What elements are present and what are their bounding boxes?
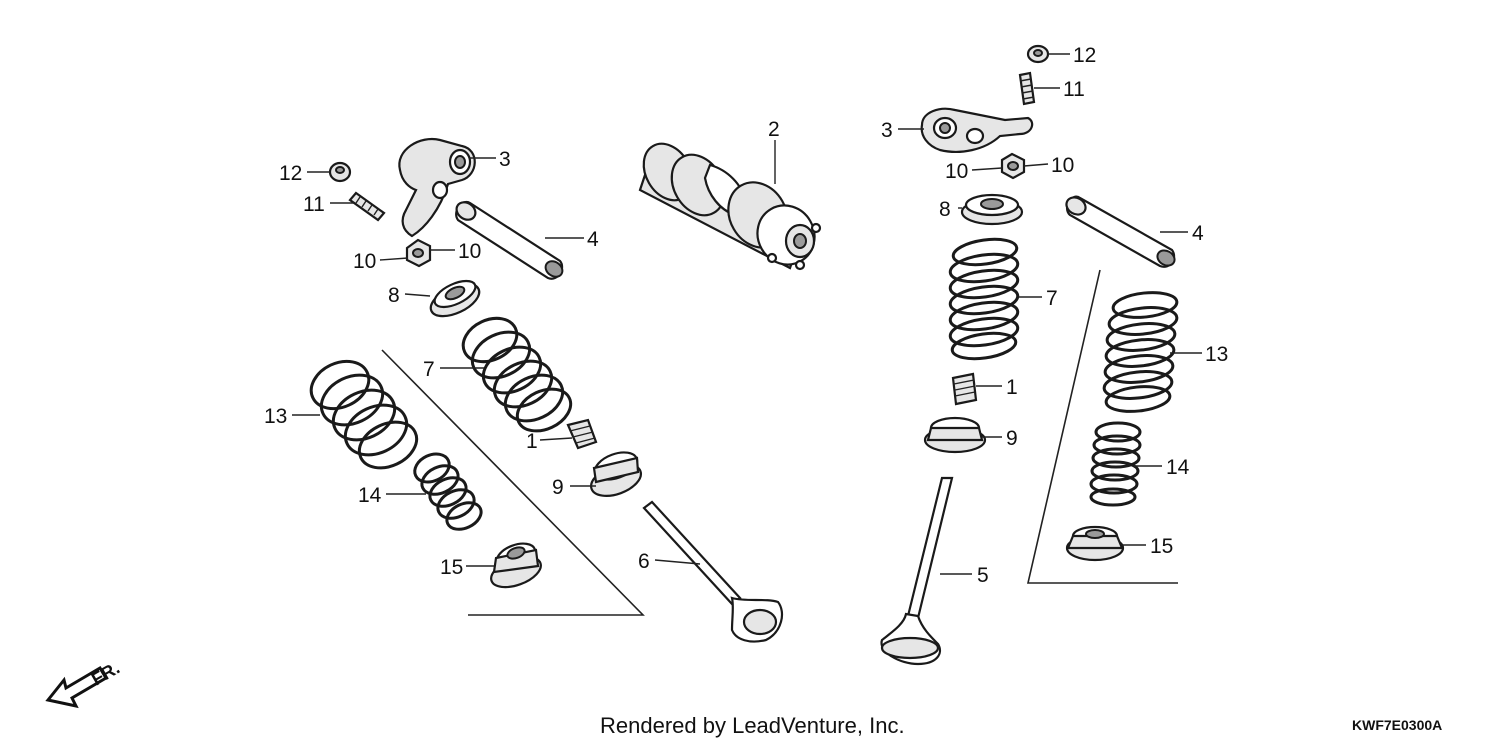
part-outer-spring-right bbox=[1102, 291, 1179, 413]
part-lock-nut-left bbox=[405, 238, 432, 268]
part-rocker-shaft-left bbox=[455, 200, 564, 280]
part-stem-seal-right bbox=[951, 372, 978, 406]
part-valve-right bbox=[880, 476, 954, 666]
callout-12-right[interactable]: 12 bbox=[1073, 44, 1096, 67]
part-spring-seat-right bbox=[923, 416, 987, 454]
part-inner-spring-right bbox=[1089, 421, 1142, 507]
part-seat-right bbox=[1065, 525, 1125, 562]
callout-4-left[interactable]: 4 bbox=[587, 228, 599, 251]
part-valve-spring-right bbox=[948, 237, 1020, 361]
callout-2-cam[interactable]: 2 bbox=[768, 118, 780, 141]
callout-8-right[interactable]: 8 bbox=[939, 198, 951, 221]
callout-9-left[interactable]: 9 bbox=[552, 476, 564, 499]
part-adjust-screw-left bbox=[348, 191, 386, 222]
callout-8-left[interactable]: 8 bbox=[388, 284, 400, 307]
callout-4-right[interactable]: 4 bbox=[1192, 222, 1204, 245]
callout-7-right[interactable]: 7 bbox=[1046, 287, 1058, 310]
callout-14-right[interactable]: 14 bbox=[1166, 456, 1190, 479]
render-credit: Rendered by LeadVenture, Inc. bbox=[600, 713, 905, 738]
callout-10-left-b[interactable]: 10 bbox=[458, 240, 481, 263]
callout-11-left[interactable]: 11 bbox=[303, 193, 325, 216]
callout-1-left[interactable]: 1 bbox=[526, 430, 538, 453]
callout-9-right[interactable]: 9 bbox=[1006, 427, 1018, 450]
callout-14-left[interactable]: 14 bbox=[358, 484, 382, 507]
callout-11-right[interactable]: 11 bbox=[1063, 78, 1085, 101]
part-spring-seat-left bbox=[590, 451, 642, 497]
part-retainer-right bbox=[960, 193, 1024, 226]
leader-lines bbox=[292, 53, 1202, 575]
part-adjust-screw-right bbox=[1018, 71, 1036, 106]
callout-5-right[interactable]: 5 bbox=[977, 564, 989, 587]
part-stem-seal-left bbox=[566, 418, 598, 450]
part-rocker-shaft-right bbox=[1065, 195, 1176, 268]
part-seat-left bbox=[490, 542, 542, 589]
callout-13-right[interactable]: 13 bbox=[1205, 343, 1228, 366]
part-rocker-arm-left bbox=[398, 137, 476, 238]
callout-10-right-a[interactable]: 10 bbox=[945, 160, 968, 183]
right-group-bracket bbox=[1026, 269, 1178, 584]
diagram-code: KWF7E0300A bbox=[1352, 717, 1442, 733]
part-lock-nut-right bbox=[1000, 152, 1026, 180]
part-rocker-arm-right bbox=[920, 107, 1034, 153]
callout-12-left[interactable]: 12 bbox=[279, 162, 302, 185]
callout-15-right[interactable]: 15 bbox=[1150, 535, 1173, 558]
callout-15-left[interactable]: 15 bbox=[440, 556, 463, 579]
part-retainer-left bbox=[429, 279, 481, 318]
part-valve-spring-left bbox=[461, 316, 573, 433]
callout-6-left[interactable]: 6 bbox=[638, 550, 650, 573]
front-arrow-icon bbox=[45, 665, 109, 709]
callout-10-right-b[interactable]: 10 bbox=[1051, 154, 1074, 177]
callout-3-left[interactable]: 3 bbox=[499, 148, 511, 171]
front-direction-indicator: FR. bbox=[45, 658, 123, 709]
part-nut-left bbox=[328, 161, 352, 183]
callout-3-right[interactable]: 3 bbox=[881, 119, 893, 142]
left-group-bracket bbox=[381, 349, 645, 616]
callout-13-left[interactable]: 13 bbox=[264, 405, 287, 428]
part-inner-spring-left bbox=[413, 452, 483, 531]
part-nut-right bbox=[1026, 44, 1050, 64]
callout-10-left-a[interactable]: 10 bbox=[353, 250, 376, 273]
callout-1-right[interactable]: 1 bbox=[1006, 376, 1018, 399]
part-valve-left bbox=[642, 500, 784, 643]
callout-labels: 12 11 3 10 10 4 8 7 13 1 9 14 6 15 2 12 … bbox=[264, 44, 1228, 587]
callout-7-left[interactable]: 7 bbox=[423, 358, 435, 381]
part-camshaft bbox=[638, 142, 822, 271]
part-outer-spring-left bbox=[309, 359, 419, 470]
